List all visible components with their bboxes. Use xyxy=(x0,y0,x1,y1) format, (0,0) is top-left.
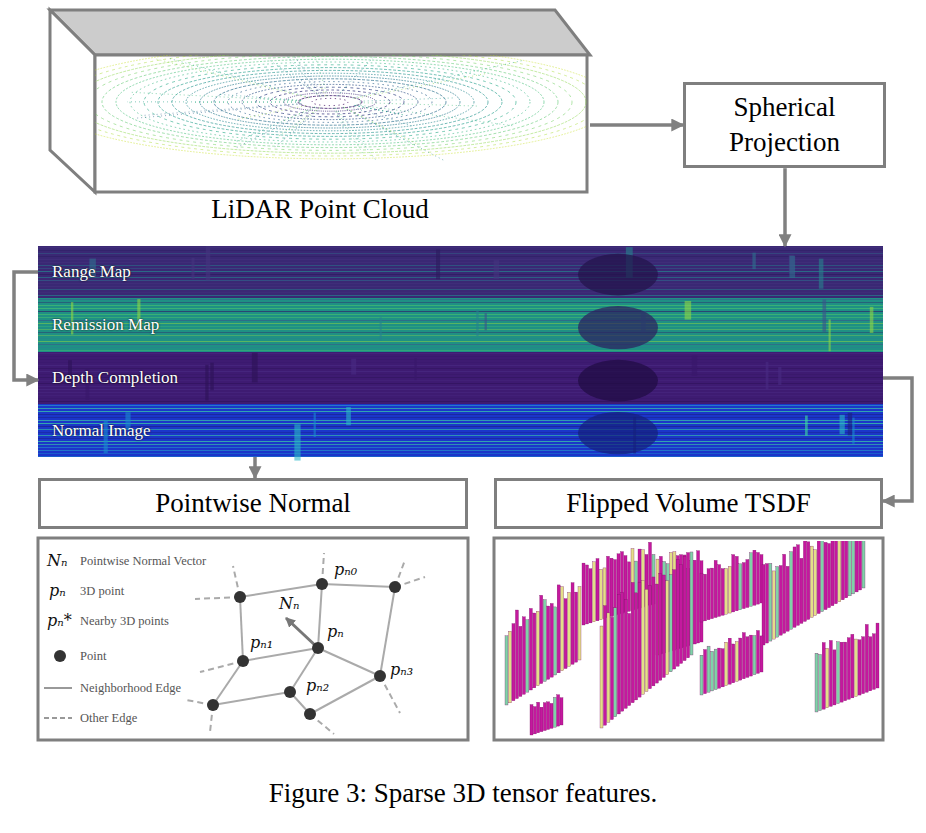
flow-arrow xyxy=(253,457,257,478)
node-text: LiDAR Point Cloud xyxy=(211,194,429,225)
legend-text: Neighborhood Edge xyxy=(80,680,181,696)
symbol-label: pₙ₂ xyxy=(305,676,330,696)
legend-dashed-line xyxy=(44,717,72,719)
projection-maps xyxy=(38,246,883,461)
flow-arrow xyxy=(590,123,683,127)
box-top-face xyxy=(50,10,590,55)
node-text: Flipped Volume TSDF xyxy=(566,486,811,521)
point-cloud-block: LiDAR Point Cloud xyxy=(50,10,590,225)
map-band: Remission Map xyxy=(38,298,883,352)
legend-solid-line xyxy=(44,687,72,689)
flow-arrow xyxy=(14,272,38,380)
tsdf-panel xyxy=(494,538,883,740)
node-text: Range Map xyxy=(52,262,131,282)
node-text: Pointwise Normal xyxy=(155,486,351,521)
legend-text: Point xyxy=(80,648,106,664)
box-front-face xyxy=(95,55,587,192)
symbol-label: Nₙ xyxy=(278,594,300,614)
symbol-label: pₙ xyxy=(326,622,345,642)
figure-caption: Figure 3: Sparse 3D tensor features. xyxy=(0,778,926,809)
symbol-label: pₙ* xyxy=(46,611,73,631)
symbol-label: pₙ₁ xyxy=(249,633,274,653)
legend-text: Other Edge xyxy=(80,710,137,726)
flow-arrow xyxy=(783,168,787,246)
map-band: Range Map xyxy=(38,246,883,298)
legend-text: Pointwise Normal Vector xyxy=(80,553,206,569)
map-band: Normal Image xyxy=(38,404,883,457)
legend-dot xyxy=(54,650,66,662)
process-box: Spherical Projection xyxy=(683,82,886,168)
node-text: Depth Completion xyxy=(52,368,178,388)
node-text: Remission Map xyxy=(52,315,159,335)
flow-arrow xyxy=(883,378,912,501)
process-box: Pointwise Normal xyxy=(38,478,468,529)
node-text: Spherical Projection xyxy=(694,90,875,160)
node-text: Normal Image xyxy=(52,421,151,441)
point-cloud xyxy=(95,55,587,160)
legend-text: 3D point xyxy=(80,583,124,599)
normal-vector xyxy=(286,618,318,648)
other-edges xyxy=(186,553,425,734)
process-box: Flipped Volume TSDF xyxy=(494,478,883,529)
neighborhood-edges xyxy=(213,584,395,714)
symbol-label: pₙ xyxy=(48,581,67,601)
legend-text: Nearby 3D points xyxy=(80,613,169,629)
graph-points xyxy=(207,578,401,720)
symbol-label: pₙ₃ xyxy=(389,660,414,680)
symbol-label: Nₙ xyxy=(46,551,68,571)
normal-panel xyxy=(38,538,468,740)
symbol-label: pₙ₀ xyxy=(333,560,358,580)
voxel-render xyxy=(505,541,879,735)
map-band: Depth Completion xyxy=(38,352,883,404)
box-side-face xyxy=(50,10,95,192)
